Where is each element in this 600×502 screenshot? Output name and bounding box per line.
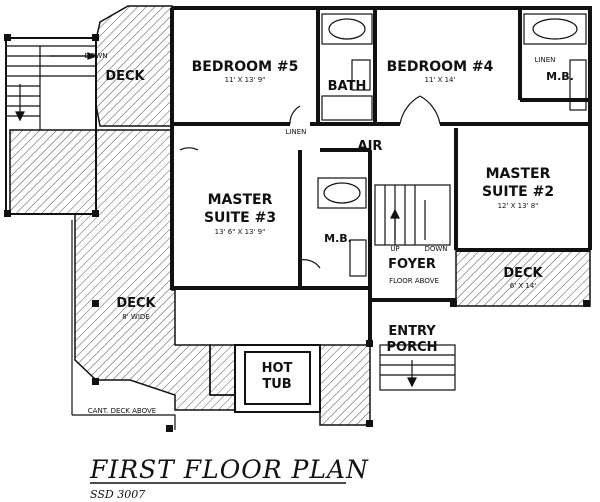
master3-line1: MASTER [208, 192, 273, 208]
mb-top-name: M.B. [546, 70, 574, 83]
air-name: AIR [358, 139, 383, 154]
master2-line1: MASTER [486, 166, 551, 182]
deck-left-name: DECK [116, 296, 156, 311]
master3-dims: 13' 6" X 13' 9" [215, 228, 266, 236]
deck-left-stairs [5, 37, 98, 215]
mb-mid-name: M.B. [324, 232, 352, 245]
hot-tub-line2: TUB [262, 377, 291, 392]
entry-steps [379, 344, 456, 391]
master3-line2: SUITE #3 [204, 210, 276, 226]
plan-title: FIRST FLOOR PLAN [89, 455, 369, 484]
bath-fixtures [317, 13, 587, 277]
bedroom4-name: BEDROOM #4 [387, 59, 494, 75]
doors [179, 95, 441, 269]
deck-top-down-label: DOWN [84, 52, 107, 60]
foyer-down-label: DOWN [424, 245, 447, 253]
cantilever-deck-line [71, 220, 176, 430]
foyer-stair [374, 184, 451, 246]
deck-top-area [95, 5, 173, 127]
columns [4, 34, 590, 432]
foyer-note: FLOOR ABOVE [389, 277, 439, 285]
entry-line1: ENTRY [388, 324, 436, 339]
linen-mid-name: LINEN [286, 128, 307, 136]
foyer-up-label: UP [390, 245, 399, 253]
bedroom5-dims: 11' X 13' 9" [225, 76, 266, 84]
entry-line2: PORCH [386, 340, 437, 355]
bath-name: BATH [328, 79, 367, 94]
foyer-name: FOYER [388, 257, 436, 272]
deck-left-dims: 8' WIDE [122, 313, 149, 321]
deck-top-name: DECK [105, 69, 145, 84]
bedroom5-name: BEDROOM #5 [192, 59, 299, 75]
master2-line2: SUITE #2 [482, 184, 554, 200]
deck-bottom-area [209, 344, 371, 426]
walls [170, 6, 592, 345]
deck-right-area [455, 249, 591, 307]
bedroom4-dims: 11' X 14' [425, 76, 456, 84]
master2-dims: 12' X 13' 8" [498, 202, 539, 210]
hot-tub-line1: HOT [262, 361, 293, 376]
plan-code: SSD 3007 [90, 488, 145, 501]
cant-deck-note: CANT. DECK ABOVE [88, 407, 156, 415]
linen-top-name: LINEN [535, 56, 556, 64]
deck-right-dims: 6' X 14' [510, 282, 537, 290]
deck-right-name: DECK [503, 266, 543, 281]
